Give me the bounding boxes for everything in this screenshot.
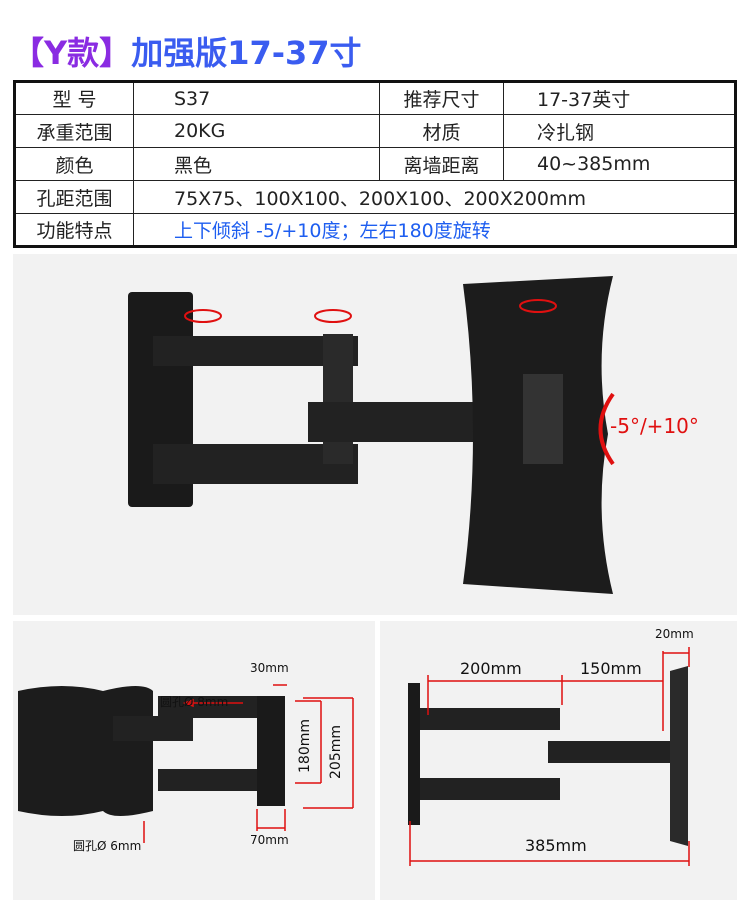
table-row: 功能特点上下倾斜 -5/+10度；左右180度旋转 xyxy=(14,213,736,247)
mount-illustration xyxy=(128,276,615,594)
height-205mm-label: 205mm xyxy=(328,725,344,779)
hole-8mm-label: 圆孔Ø 8mm xyxy=(160,695,229,709)
product-photo: -5°/+10° xyxy=(13,254,737,615)
dim-200mm-label: 200mm xyxy=(460,659,522,678)
page-title: 【Y款】加强版17-37寸 xyxy=(12,34,362,72)
dim-150mm-label: 150mm xyxy=(580,659,642,678)
tilt-label: -5°/+10° xyxy=(610,414,699,438)
height-180mm-label: 180mm xyxy=(297,719,313,773)
side-dimension-diagram: 20mm 200mm 150mm 385mm xyxy=(380,621,737,900)
dim-385mm-label: 385mm xyxy=(525,836,587,855)
width-70mm-label: 70mm xyxy=(250,833,289,847)
hole-6mm-label: 圆孔Ø 6mm xyxy=(73,839,142,853)
front-dimension-diagram: 圆孔Ø 8mm 圆孔Ø 6mm 30mm 180mm 205mm 70mm xyxy=(13,621,375,900)
dim-20mm-label: 20mm xyxy=(655,627,694,641)
width-30mm-label: 30mm xyxy=(250,661,289,675)
